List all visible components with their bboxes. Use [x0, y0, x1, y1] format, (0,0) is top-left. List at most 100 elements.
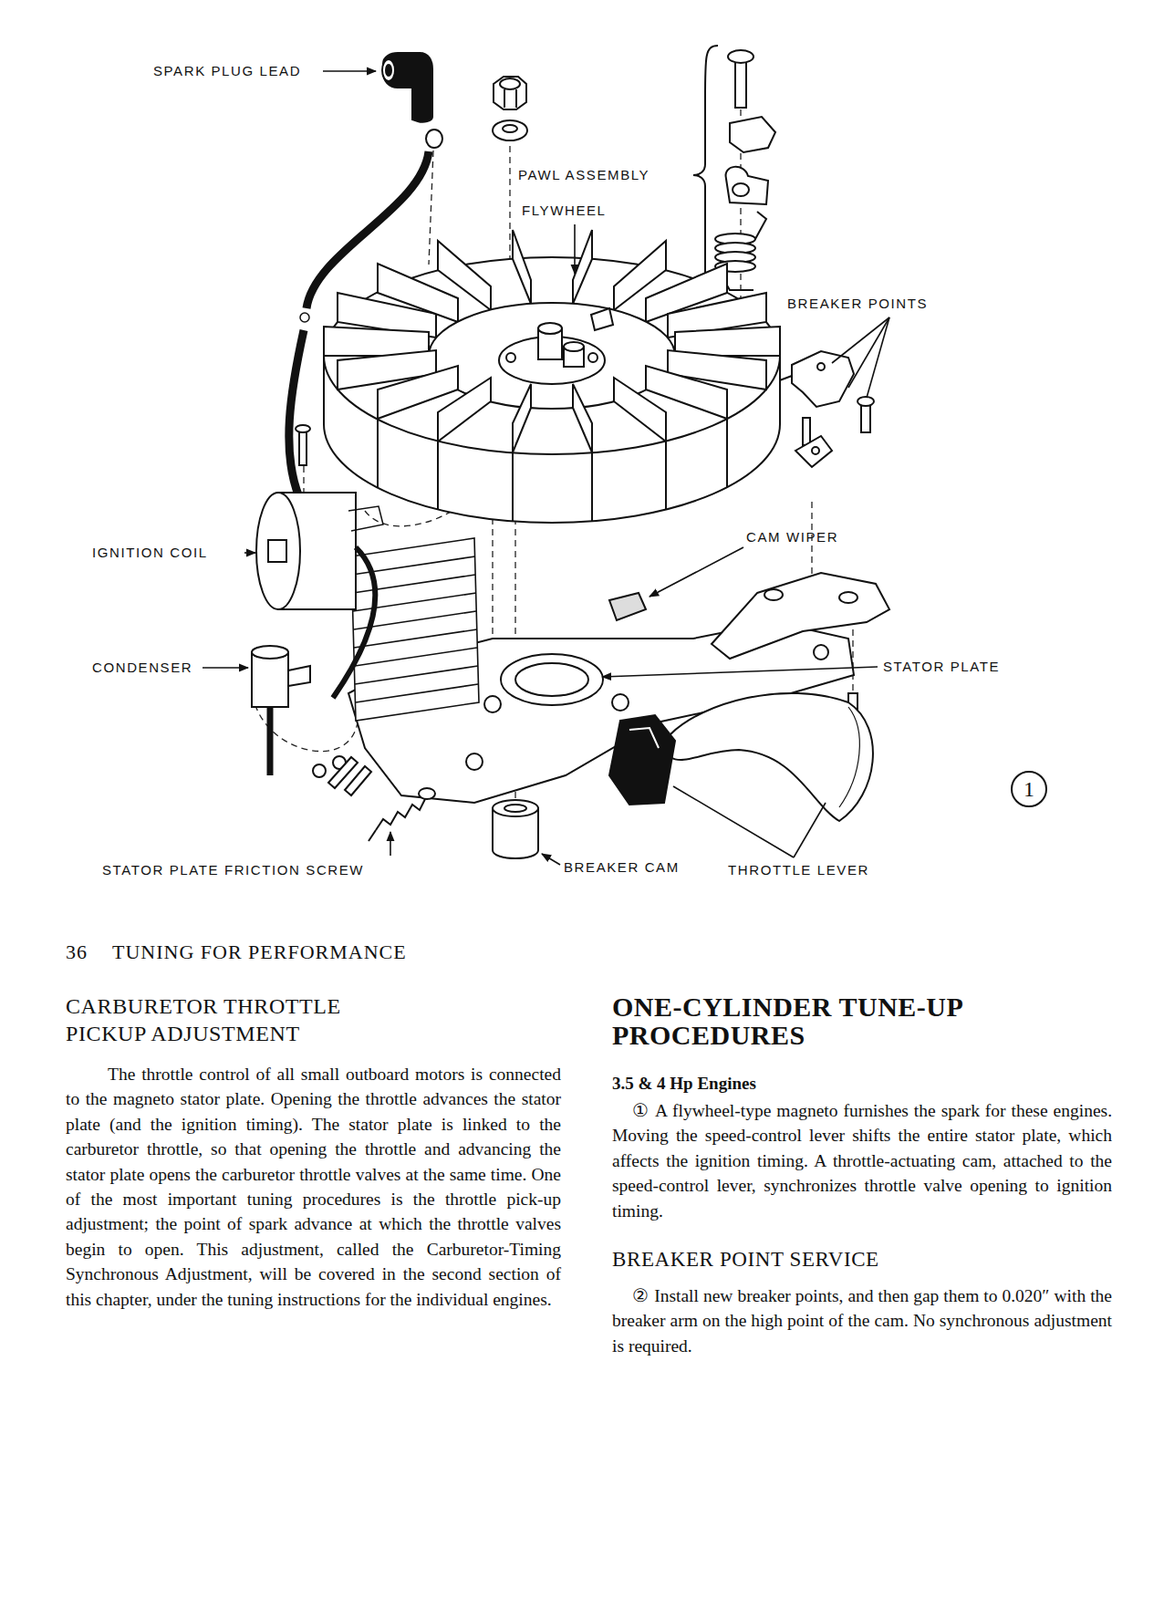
leader-line: [866, 317, 890, 398]
cam-wiper: [609, 592, 646, 621]
body-paragraph: The throttle control of all small outboa…: [65, 1061, 562, 1312]
chapter-heading: ONE-CYLINDER TUNE-UP PROCEDURES: [612, 992, 1041, 1050]
part-label: STATOR PLATE: [883, 658, 1000, 676]
ignition-coil: [332, 547, 376, 698]
page-number: 36: [65, 940, 88, 965]
stator-plate: [612, 694, 629, 711]
part-label: SPARK PLUG LEAD: [153, 62, 302, 80]
throttle-lever: [839, 706, 860, 808]
condenser: [344, 766, 372, 796]
leader-line: [389, 831, 392, 856]
spark-plug-lead: [300, 312, 310, 323]
part-label: IGNITION COIL: [92, 544, 208, 562]
flywheel-nut: [515, 89, 518, 108]
part-label: STATOR PLATE FRICTION SCREW: [102, 862, 364, 879]
body-paragraph: ①A flywheel-type magneto furnishes the s…: [612, 1098, 1113, 1224]
flywheel: [538, 322, 562, 334]
spark-plug-lead: [382, 59, 395, 82]
flywheel: [506, 353, 516, 363]
flywheel: [323, 326, 429, 356]
figure-number-circle: 1: [1010, 770, 1048, 808]
spark-plug-lead: [385, 64, 392, 76]
stator-plate: [813, 644, 829, 660]
flywheel-nut: [502, 124, 518, 133]
text-column: CARBURETOR THROTTLE PICKUP ADJUSTMENT The…: [65, 992, 562, 1312]
breaker-points: [857, 396, 874, 406]
part-label: BREAKER CAM: [563, 859, 680, 876]
figure-number: 1: [1023, 777, 1035, 801]
friction-screw: [418, 788, 436, 800]
flywheel: [323, 229, 780, 523]
section-heading: BREAKER POINT SERVICE: [612, 1247, 1113, 1273]
section-heading: CARBURETOR THROTTLE PICKUP ADJUSTMENT: [65, 992, 395, 1048]
flywheel: [512, 229, 531, 304]
breaker-cam: [492, 800, 539, 859]
condenser: [251, 652, 289, 707]
part-label: THROTTLE LEVER: [727, 862, 870, 879]
flywheel-nut: [492, 120, 528, 141]
magneto-illustration: [0, 0, 1164, 924]
stator-plate: [484, 696, 501, 713]
flywheel: [436, 441, 439, 510]
stator-plate: [839, 592, 858, 603]
stator-plate: [515, 663, 589, 697]
flywheel: [437, 377, 491, 442]
spark-plug-lead: [426, 129, 443, 148]
condenser: [251, 645, 289, 659]
leader-line: [602, 666, 878, 677]
breaker-points: [802, 417, 811, 446]
assembly-line: [428, 150, 434, 265]
part-label: CAM WIPER: [746, 529, 839, 546]
leader-line: [673, 786, 794, 858]
friction-screw: [375, 799, 426, 831]
flywheel-nut: [499, 78, 520, 90]
flywheel-nut: [503, 89, 506, 108]
flywheel: [376, 418, 379, 488]
body-paragraph: ②Install new breaker points, and then ga…: [612, 1283, 1113, 1359]
breaker-points: [817, 363, 825, 371]
ignition-coil: [295, 425, 311, 433]
leader-line: [793, 802, 826, 858]
part-label: FLYWHEEL: [521, 202, 607, 219]
ignition-coil: [256, 492, 301, 610]
flywheel: [512, 384, 531, 453]
flywheel: [675, 326, 780, 356]
ignition-coil: [268, 540, 287, 562]
breaker-cam: [492, 800, 539, 817]
leader-line: [573, 224, 576, 274]
pawl-assembly: [726, 166, 769, 205]
pawl-assembly: [732, 183, 749, 197]
magneto-core: [354, 647, 478, 666]
flywheel: [588, 353, 598, 363]
leader-line: [541, 853, 561, 865]
ignition-coil: [299, 428, 307, 466]
leader-line: [322, 70, 376, 73]
throttle-lever: [629, 727, 659, 749]
magneto-core: [354, 665, 479, 685]
breaker-cam: [504, 804, 527, 812]
flywheel: [572, 384, 593, 453]
callout-number: ①: [632, 1101, 650, 1121]
leader-line: [244, 551, 256, 554]
spark-plug-lead: [383, 52, 433, 123]
throttle-lever: [609, 693, 873, 822]
flywheel: [665, 441, 667, 510]
flywheel-nut: [493, 76, 527, 110]
breaker-points: [795, 436, 832, 468]
pawl-assembly: [729, 116, 776, 153]
magneto-core: [353, 629, 478, 648]
part-label: BREAKER POINTS: [787, 295, 928, 312]
flywheel: [563, 342, 584, 352]
throttle-lever: [609, 715, 676, 805]
flywheel: [591, 308, 614, 331]
stator-plate: [466, 753, 483, 770]
pawl-assembly: [727, 50, 754, 63]
pawl-assembly: [735, 56, 747, 108]
text-column: ONE-CYLINDER TUNE-UP PROCEDURES3.5 & 4 H…: [612, 992, 1113, 1359]
flywheel: [613, 377, 666, 442]
leader-line: [202, 666, 249, 669]
leader-line: [649, 547, 744, 597]
flywheel-nut: [492, 76, 528, 141]
friction-screw: [368, 830, 376, 842]
